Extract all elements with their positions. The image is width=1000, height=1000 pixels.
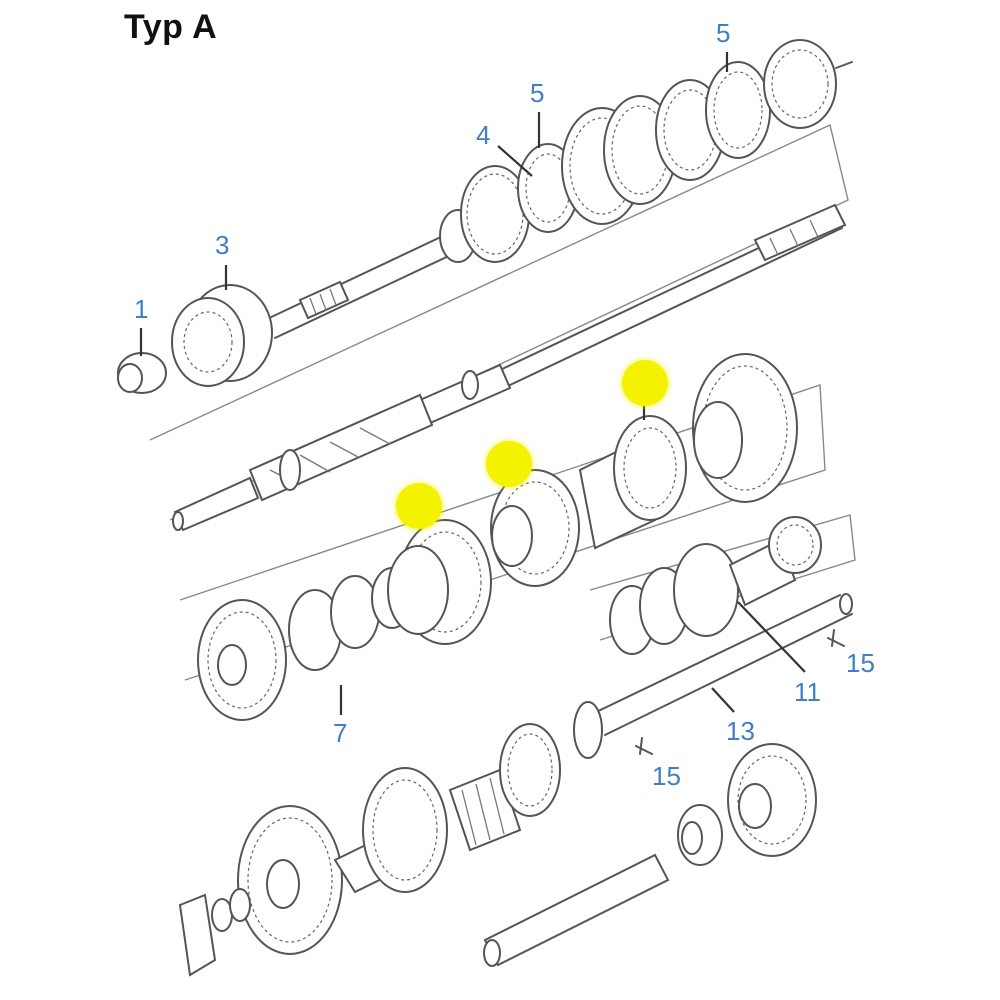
diagram-title: Typ A <box>124 8 218 46</box>
pins-15 <box>635 629 845 755</box>
shaft-13 <box>573 593 853 759</box>
callout-7: 7 <box>333 718 348 748</box>
highlight-marker-2[interactable] <box>486 441 532 487</box>
highlight-marker-1[interactable] <box>396 483 442 529</box>
highlight-marker-3[interactable] <box>622 360 668 406</box>
idler-parts <box>483 743 817 967</box>
callout-3: 3 <box>215 230 230 260</box>
input-shaft-assembly <box>264 39 853 339</box>
callout-5-left: 5 <box>530 78 545 108</box>
callout-11: 11 <box>794 677 821 707</box>
callout-15-left: 15 <box>652 761 681 791</box>
callout-15-right: 15 <box>846 648 875 678</box>
middle-gear-set <box>197 353 798 721</box>
mainshaft <box>172 203 847 532</box>
callout-13: 13 <box>726 716 755 746</box>
bearing-parts <box>117 284 273 394</box>
callout-4: 4 <box>476 120 491 150</box>
reverse-gear-assembly <box>609 516 822 655</box>
callout-1: 1 <box>134 294 149 324</box>
countershaft-cluster <box>178 723 561 977</box>
callout-5-right: 5 <box>716 18 731 48</box>
